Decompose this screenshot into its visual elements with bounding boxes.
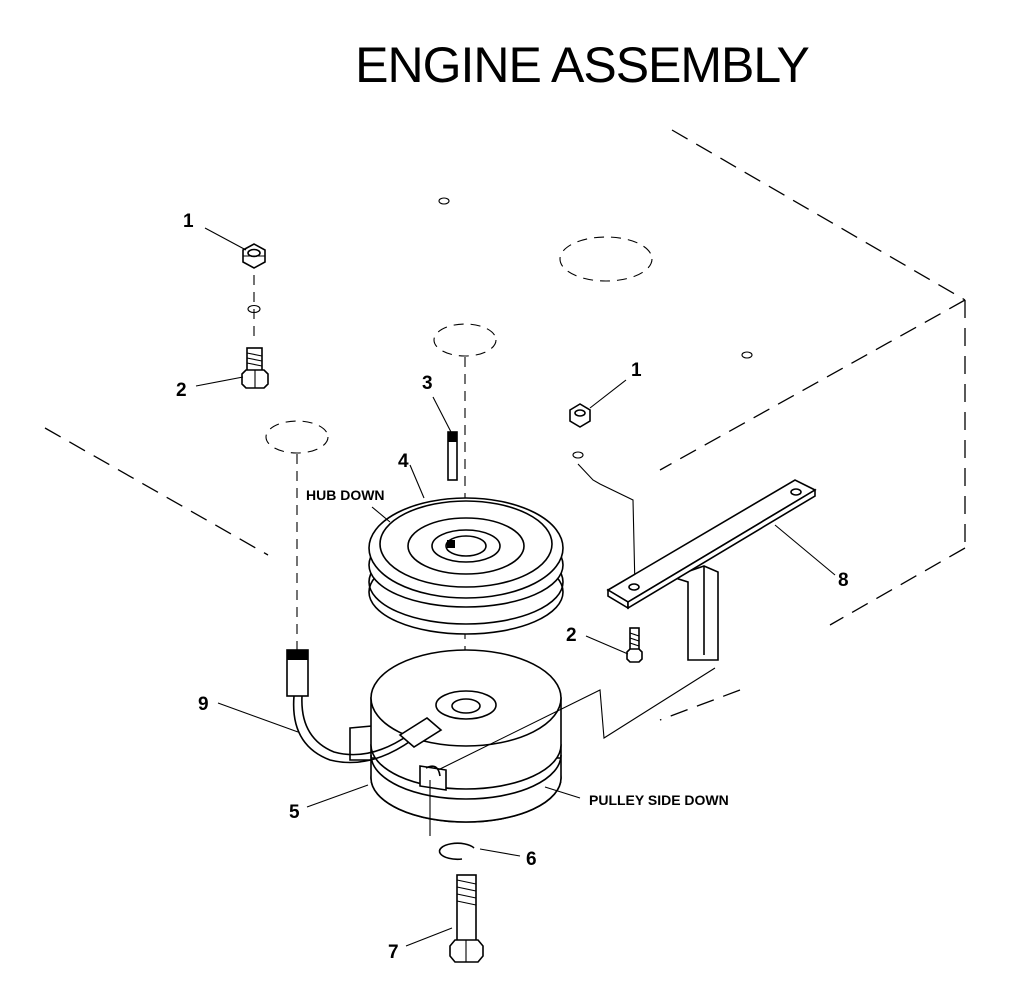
lock-nut-right [569,403,636,589]
diagram-title: ENGINE ASSEMBLY [355,37,810,93]
hex-bolt-bottom [449,874,484,963]
callout-7: 7 [388,942,399,963]
hex-bolt-right [626,627,643,663]
engine-deck-outline [44,129,966,721]
shaft-key [447,431,458,481]
wire-harness [286,649,443,764]
leader-lines [195,227,836,947]
ground-wire [437,667,716,771]
clutch-bracket [606,479,817,661]
callout-8: 8 [838,570,849,591]
callout-2-left: 2 [176,380,187,401]
callout-1-right: 1 [631,360,642,381]
callout-4: 4 [398,451,409,472]
lock-nut-left [242,243,266,314]
deck-holes [265,197,753,454]
callout-2-right: 2 [566,625,577,646]
note-hub-down: HUB DOWN [306,487,385,503]
callout-9: 9 [198,694,209,715]
electric-clutch [349,649,562,836]
note-pulley-side-down: PULLEY SIDE DOWN [589,792,729,808]
callout-5: 5 [289,802,300,823]
hex-bolt-left [241,347,269,389]
snap-ring [438,842,475,861]
callout-3: 3 [422,373,433,394]
callout-1-left: 1 [183,211,194,232]
pulley [368,497,564,635]
callout-6: 6 [526,849,537,870]
